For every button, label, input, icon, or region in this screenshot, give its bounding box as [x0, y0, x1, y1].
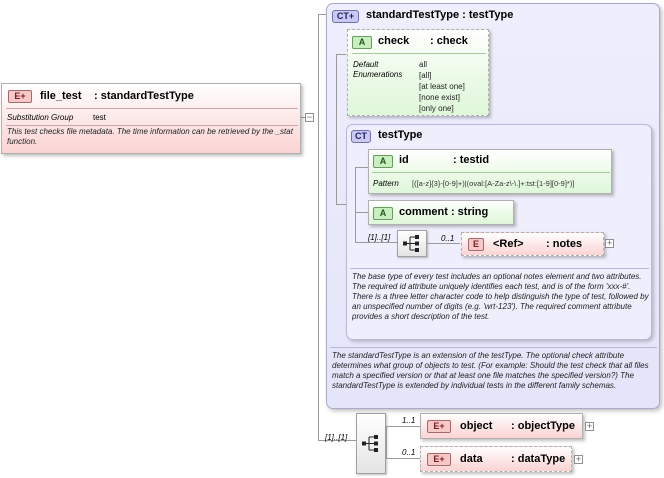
connector-to-ct — [318, 14, 328, 15]
connector-seq1 — [355, 242, 397, 243]
attribute-type: : testid — [453, 154, 490, 166]
standard-test-type-box: CT+ standardTestType : testType A check … — [326, 3, 660, 409]
element-type: : objectType — [511, 420, 575, 432]
element-icon: E+ — [427, 453, 451, 466]
pattern-value: [([a-z]{3}-[0-9]+)|(oval:[A-Za-z\-\.]+:t… — [412, 179, 575, 188]
expand-toggle[interactable]: + — [574, 454, 583, 464]
sequence-compositor[interactable] — [397, 230, 427, 257]
attribute-icon: A — [352, 36, 372, 49]
enumeration-item: [none exist] — [419, 93, 460, 102]
notes-ref-element[interactable]: E <Ref> : notes — [461, 232, 604, 256]
ref-multiplicity: 0..1 — [441, 234, 455, 243]
data-multiplicity: 0..1 — [402, 448, 416, 457]
enumeration-item: [all] — [419, 71, 432, 80]
ref-name: <Ref> — [493, 238, 524, 250]
sequence-icon — [403, 235, 419, 252]
attribute-name: check — [378, 35, 410, 47]
test-type-box: CT testType A id : testid Pattern [([a-z… — [346, 124, 652, 340]
connector-to-test-type — [336, 204, 346, 205]
element-type: : dataType — [511, 453, 566, 465]
divider — [6, 108, 298, 109]
element-description: This test checks file metadata. The time… — [7, 127, 293, 146]
connector-ref — [427, 243, 460, 244]
expand-toggle[interactable]: + — [585, 421, 594, 431]
subst-group-label: Substitution Group — [7, 113, 74, 122]
connector-to-object — [386, 426, 420, 427]
complex-type-description: The standardTestType is an extension of … — [332, 351, 649, 390]
element-icon: E — [468, 238, 484, 251]
element-icon: E+ — [427, 420, 451, 433]
connector-seq2-children — [386, 426, 387, 458]
connector-to-seq2 — [318, 440, 356, 441]
object-element[interactable]: E+ object : objectType — [420, 413, 583, 439]
pattern-label: Pattern — [373, 179, 399, 188]
divider — [330, 347, 657, 348]
attribute-name: id — [399, 154, 409, 166]
element-name: object — [460, 420, 493, 432]
attribute-name: comment : string — [399, 206, 489, 218]
element-name: file_test — [40, 90, 82, 102]
sequence-multiplicity: [1]..[1] — [368, 233, 391, 242]
object-multiplicity: 1..1 — [402, 416, 416, 425]
enumerations-label: Enumerations — [353, 70, 403, 79]
element-name: data — [460, 453, 483, 465]
check-attribute[interactable]: A check : check Default Enumerations all… — [347, 29, 489, 116]
data-element[interactable]: E+ data : dataType — [420, 446, 572, 472]
file-test-element[interactable]: E+ file_test : standardTestType Substitu… — [1, 83, 301, 154]
connector-attributes — [355, 167, 356, 242]
divider — [352, 53, 486, 54]
divider — [350, 268, 649, 269]
divider — [372, 172, 610, 173]
divider — [6, 125, 298, 126]
ref-type: : notes — [546, 238, 583, 250]
complex-type-description: The base type of every test includes an … — [352, 272, 649, 321]
expand-toggle[interactable]: + — [605, 238, 614, 248]
attribute-icon: A — [373, 155, 393, 168]
enumeration-item: [at least one] — [419, 82, 465, 91]
sequence-multiplicity: [1]..[1] — [325, 433, 348, 442]
complex-type-icon: CT — [351, 130, 371, 143]
complex-type-icon: CT+ — [332, 10, 359, 23]
connector-to-data — [386, 458, 420, 459]
connector-attr-id — [355, 167, 371, 168]
connector-ct-children — [336, 54, 337, 204]
complex-type-title: testType — [378, 129, 423, 141]
subst-group-value: test — [93, 113, 106, 122]
attribute-type: : check — [430, 35, 468, 47]
default-label: Default — [353, 60, 379, 69]
element-type: : standardTestType — [94, 90, 194, 102]
sequence-compositor[interactable] — [356, 413, 386, 474]
default-value: all — [419, 60, 428, 69]
element-icon: E+ — [8, 90, 32, 103]
connector-to-check — [336, 54, 346, 55]
complex-type-title: standardTestType : testType — [366, 9, 514, 21]
collapse-toggle[interactable]: − — [305, 112, 314, 122]
id-attribute[interactable]: A id : testid Pattern [([a-z]{3}-[0-9]+)… — [368, 149, 612, 194]
connector-trunk — [318, 14, 319, 440]
connector-attr-comment — [355, 212, 371, 213]
comment-attribute[interactable]: A comment : string — [368, 200, 514, 225]
sequence-icon — [362, 435, 378, 452]
enumeration-item: [only one] — [419, 104, 454, 113]
attribute-icon: A — [373, 207, 393, 220]
